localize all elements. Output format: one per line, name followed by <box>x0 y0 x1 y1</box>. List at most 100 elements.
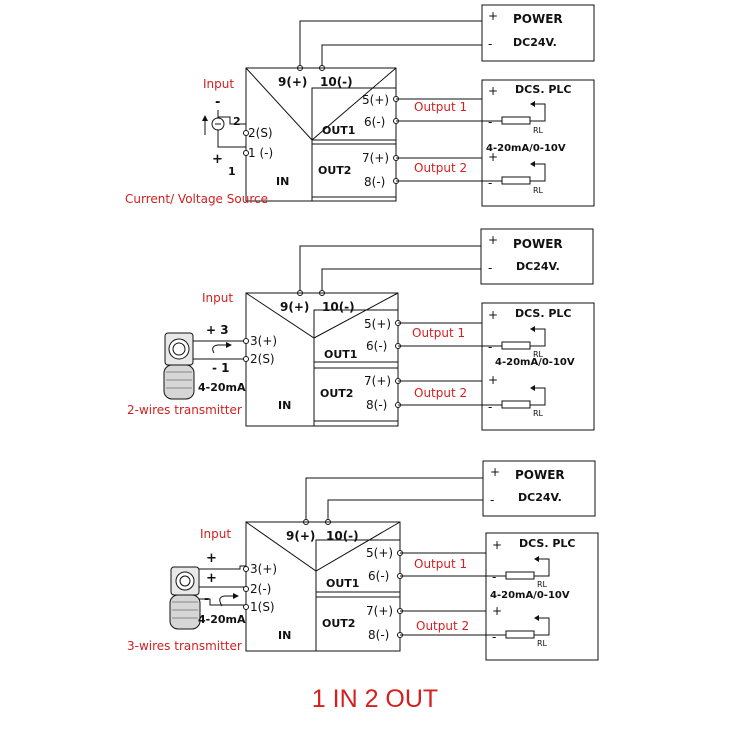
power-minus: - <box>488 37 492 51</box>
isolator-module: 9(+) 10(-) 5(+) 6(-) OUT1 7(+) 8(-) OUT2… <box>245 521 401 652</box>
svg-text:3(+): 3(+) <box>250 562 277 576</box>
svg-text:OUT2: OUT2 <box>322 617 355 630</box>
svg-text:+ 3: + 3 <box>206 323 229 337</box>
svg-text:RL: RL <box>537 580 548 589</box>
svg-text:4-20mA: 4-20mA <box>198 613 246 626</box>
out1-block <box>311 87 397 141</box>
power-supply: + - POWER DC24V. <box>481 4 595 62</box>
resistor-icon <box>501 116 531 125</box>
diagram-2-wire-transmitter: + - POWER DC24V. 9(+) 10(-) 5(+) 6(-) OU… <box>127 228 595 431</box>
svg-text:4-20mA/0-10V: 4-20mA/0-10V <box>490 590 570 601</box>
svg-text:RL: RL <box>533 186 544 195</box>
pin-minus-label: 1 (-) <box>248 146 273 160</box>
svg-text:9(+): 9(+) <box>286 529 315 543</box>
source-caption: Current/ Voltage Source <box>125 192 268 206</box>
current-voltage-source: Input - 2 + 1 2(S) 1 (-) Current/ Voltag… <box>125 77 273 206</box>
svg-text:+: + <box>492 604 502 618</box>
input-label: Input <box>203 77 234 91</box>
svg-text:+: + <box>492 538 502 552</box>
isolator-module: 9(+) 10(-) 5(+) 6(-) OUT1 7(+) 8(-) OUT2… <box>245 67 397 202</box>
page-title: 1 IN 2 OUT <box>312 685 438 713</box>
svg-text:2: 2 <box>233 115 241 128</box>
supply-wire-minus <box>321 44 482 68</box>
resistor-icon <box>501 176 531 185</box>
svg-text:+: + <box>488 84 498 98</box>
svg-text:+: + <box>488 233 498 247</box>
svg-text:8(-): 8(-) <box>368 628 389 642</box>
svg-text:+: + <box>488 308 498 322</box>
svg-text:OUT1: OUT1 <box>324 348 357 361</box>
resistor-icon <box>501 400 531 409</box>
svg-text:5(+): 5(+) <box>366 546 393 560</box>
output-wiring: Output 1 Output 2 <box>397 550 486 638</box>
transmitter-icon <box>169 566 201 630</box>
svg-text:+: + <box>206 571 217 586</box>
svg-text:RL: RL <box>533 409 544 418</box>
resistor-icon <box>501 341 531 350</box>
svg-text:6(-): 6(-) <box>368 569 389 583</box>
svg-text:Output 2: Output 2 <box>414 386 467 400</box>
power-supply: + - POWER DC24V. <box>482 460 596 517</box>
out2-plus-label: 7(+) <box>362 151 389 165</box>
supply-minus-label: 10(-) <box>320 75 353 89</box>
out2-minus-label: 8(-) <box>364 175 385 189</box>
svg-text:Output 1: Output 1 <box>412 326 465 340</box>
svg-text:OUT1: OUT1 <box>326 577 359 590</box>
svg-text:-: - <box>488 400 492 414</box>
svg-text:DCS. PLC: DCS. PLC <box>515 307 571 320</box>
load-box <box>481 79 595 207</box>
output-wiring: Output 1 Output 2 <box>395 320 482 408</box>
svg-text:-: - <box>490 493 494 507</box>
svg-text:POWER: POWER <box>515 468 565 482</box>
out1-label: OUT1 <box>322 124 355 137</box>
svg-text:-: - <box>215 95 220 110</box>
svg-text:RL: RL <box>537 639 548 648</box>
svg-text:-: - <box>488 340 492 354</box>
svg-text:4-20mA: 4-20mA <box>198 381 246 394</box>
svg-text:-: - <box>488 261 492 275</box>
out1-plus-label: 5(+) <box>362 93 389 107</box>
svg-text:Input: Input <box>202 291 233 305</box>
load-title: DCS. PLC <box>515 83 571 96</box>
svg-text:-: - <box>488 176 492 190</box>
dcs-plc-load: + DCS. PLC - RL 4-20mA/0-10V + - RL <box>485 532 599 661</box>
output2-label: Output 2 <box>414 161 467 175</box>
svg-text:4-20mA/0-10V: 4-20mA/0-10V <box>495 357 575 368</box>
svg-text:+: + <box>488 373 498 387</box>
svg-text:2(-): 2(-) <box>250 582 271 596</box>
resistor-icon <box>505 630 535 639</box>
svg-text:+: + <box>212 152 223 167</box>
dcs-plc-load: + DCS. PLC - RL 4-20mA/0-10V + - RL <box>481 79 595 207</box>
svg-text:Input: Input <box>200 527 231 541</box>
svg-text:DC24V.: DC24V. <box>518 491 562 504</box>
svg-text:-: - <box>488 115 492 129</box>
svg-text:3-wires transmitter: 3-wires transmitter <box>127 639 242 653</box>
svg-text:2(S): 2(S) <box>250 352 275 366</box>
svg-text:7(+): 7(+) <box>364 374 391 388</box>
svg-text:- 1: - 1 <box>212 361 230 375</box>
svg-text:DC24V.: DC24V. <box>516 260 560 273</box>
power-voltage: DC24V. <box>513 36 557 49</box>
power-plus: + <box>488 9 498 23</box>
two-wire-transmitter: Input + 3 - 1 3(+) 2(S) 4-20mA 2-wires <box>127 291 277 417</box>
power-label: POWER <box>513 12 563 26</box>
svg-text:1(S): 1(S) <box>250 600 275 614</box>
svg-text:7(+): 7(+) <box>366 604 393 618</box>
svg-text:8(-): 8(-) <box>366 398 387 412</box>
svg-text:Output 1: Output 1 <box>414 557 467 571</box>
supply-plus-label: 9(+) <box>278 75 307 89</box>
svg-text:+: + <box>206 551 217 566</box>
power-supply: + - POWER DC24V. <box>480 228 594 285</box>
three-wire-transmitter: Input + + - 3(+) 2(-) 1(S) <box>127 527 277 653</box>
svg-text:POWER: POWER <box>513 237 563 251</box>
svg-text:3(+): 3(+) <box>250 334 277 348</box>
svg-text:1: 1 <box>228 165 236 178</box>
in-label: IN <box>276 175 289 188</box>
svg-text:RL: RL <box>533 126 544 135</box>
dcs-plc-load: + DCS. PLC - RL 4-20mA/0-10V + - RL <box>481 302 595 431</box>
svg-text:2-wires transmitter: 2-wires transmitter <box>127 403 242 417</box>
arrow-up-icon <box>202 115 208 121</box>
svg-text:9(+): 9(+) <box>280 300 309 314</box>
diagram-current-voltage-source: + - POWER DC24V. 9(+) 10(-) 5(+) 6(-) OU… <box>125 4 595 207</box>
load-range: 4-20mA/0-10V <box>486 143 566 154</box>
